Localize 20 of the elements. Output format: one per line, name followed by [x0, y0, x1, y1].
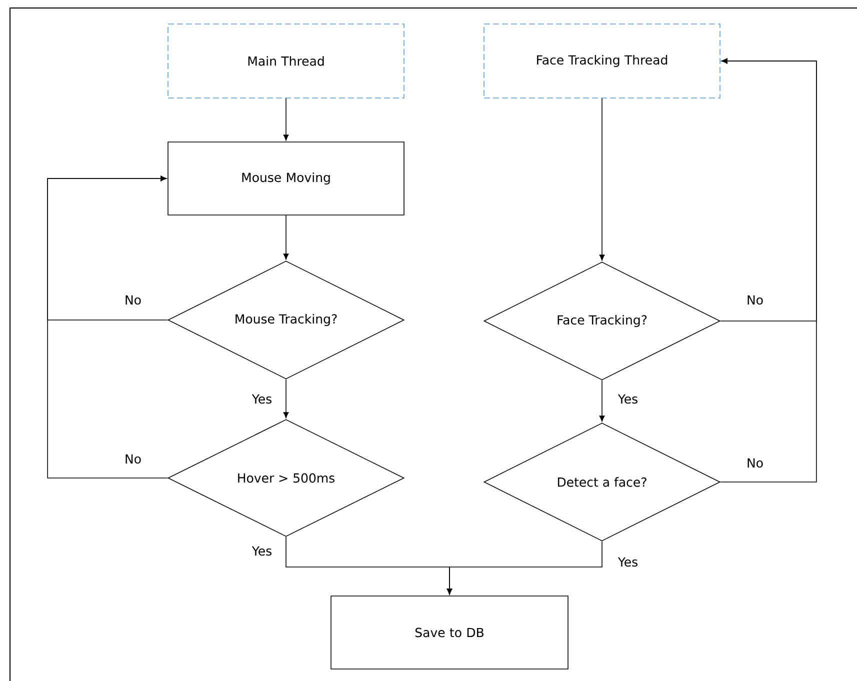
edge-label: Yes	[250, 545, 274, 557]
arrow	[599, 98, 605, 261]
process-box: Mouse Moving	[168, 142, 404, 216]
arrow	[599, 380, 605, 422]
arrow	[720, 58, 817, 482]
arrow	[283, 379, 289, 418]
edge-label: No	[124, 294, 142, 306]
thread-box: Face Tracking Thread	[484, 24, 720, 98]
arrow	[283, 215, 289, 260]
edge-label: No	[746, 294, 764, 306]
thread-box: Main Thread	[168, 24, 404, 98]
edge-label: No	[746, 457, 764, 469]
arrow	[47, 176, 168, 478]
edge-label: Yes	[616, 556, 640, 568]
process-box: Save to DB	[330, 596, 568, 670]
arrow	[446, 541, 602, 595]
edge-label: Yes	[616, 393, 640, 405]
arrow	[283, 98, 289, 141]
edge-label: Yes	[250, 393, 274, 405]
edge-label: No	[124, 453, 142, 465]
